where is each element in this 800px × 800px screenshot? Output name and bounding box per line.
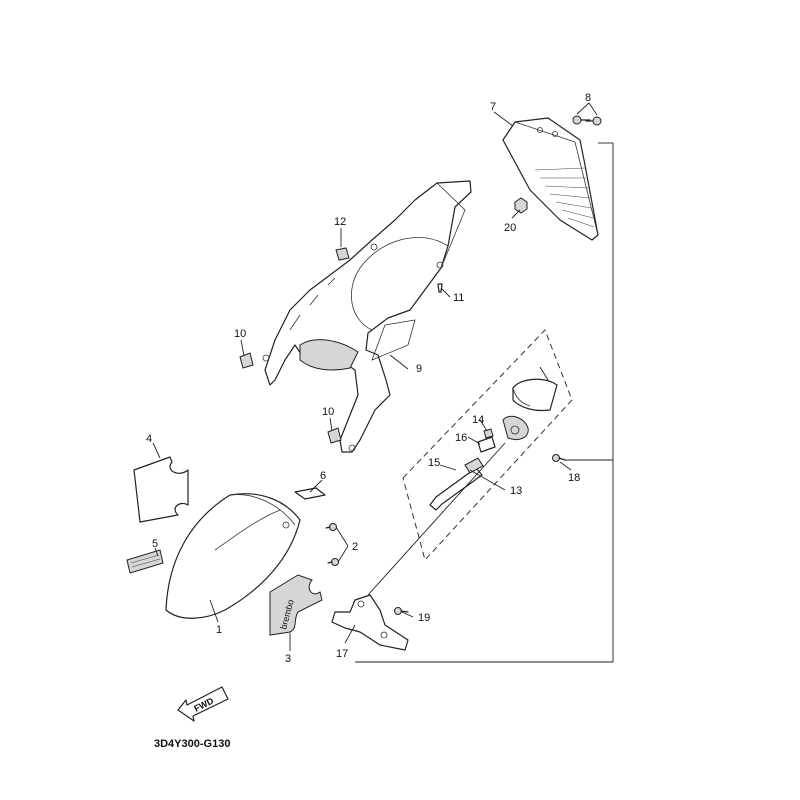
taillight-housing[interactable] [502, 378, 558, 441]
label-5: 5 [152, 538, 158, 550]
label-1: 1 [216, 624, 222, 636]
nut-20[interactable] [514, 197, 528, 214]
label-16: 16 [455, 432, 467, 444]
screw-18[interactable] [552, 454, 566, 462]
emblem-5[interactable] [126, 549, 164, 574]
screw-19[interactable] [394, 607, 409, 615]
clip-10a[interactable] [239, 352, 254, 369]
label-13: 13 [510, 485, 522, 497]
part-labels: 7 8 20 12 11 10 9 10 14 16 15 18 13 4 6 … [146, 92, 591, 665]
label-9: 9 [416, 363, 422, 375]
label-14: 14 [472, 414, 484, 426]
grommet-12[interactable] [335, 247, 350, 261]
label-12: 12 [334, 216, 346, 228]
clip-10b[interactable] [327, 427, 342, 444]
label-17: 17 [336, 648, 348, 660]
label-7: 7 [490, 101, 496, 113]
tail-cover[interactable] [502, 117, 599, 241]
screw-11[interactable] [437, 283, 443, 293]
label-19: 19 [418, 612, 430, 624]
wire-15[interactable] [429, 457, 484, 511]
label-18: 18 [568, 472, 580, 484]
label-3: 3 [285, 653, 291, 665]
plate-bracket[interactable] [331, 594, 409, 651]
taillight-assembly-box [402, 329, 573, 562]
fwd-arrow: FWD [177, 686, 229, 722]
guard-3[interactable]: brembo [269, 574, 323, 636]
label-10b: 10 [322, 406, 334, 418]
bolts-2[interactable] [325, 523, 339, 566]
label-15: 15 [428, 457, 440, 469]
label-8: 8 [585, 92, 591, 104]
label-6: 6 [320, 470, 326, 482]
bolts-8[interactable] [572, 115, 602, 126]
pad-4[interactable] [133, 456, 189, 523]
label-20: 20 [504, 222, 516, 234]
label-11: 11 [453, 292, 464, 304]
label-4: 4 [146, 433, 152, 445]
leader-lines [152, 111, 614, 663]
label-10a: 10 [234, 328, 246, 340]
label-2: 2 [352, 541, 358, 553]
side-cowl[interactable] [262, 180, 472, 453]
socket-14[interactable] [483, 428, 494, 439]
front-fender[interactable] [165, 493, 301, 619]
diagram-code: 3D4Y300-G130 [154, 738, 230, 750]
decal-6[interactable] [294, 487, 326, 500]
bulb-16[interactable] [477, 436, 496, 453]
